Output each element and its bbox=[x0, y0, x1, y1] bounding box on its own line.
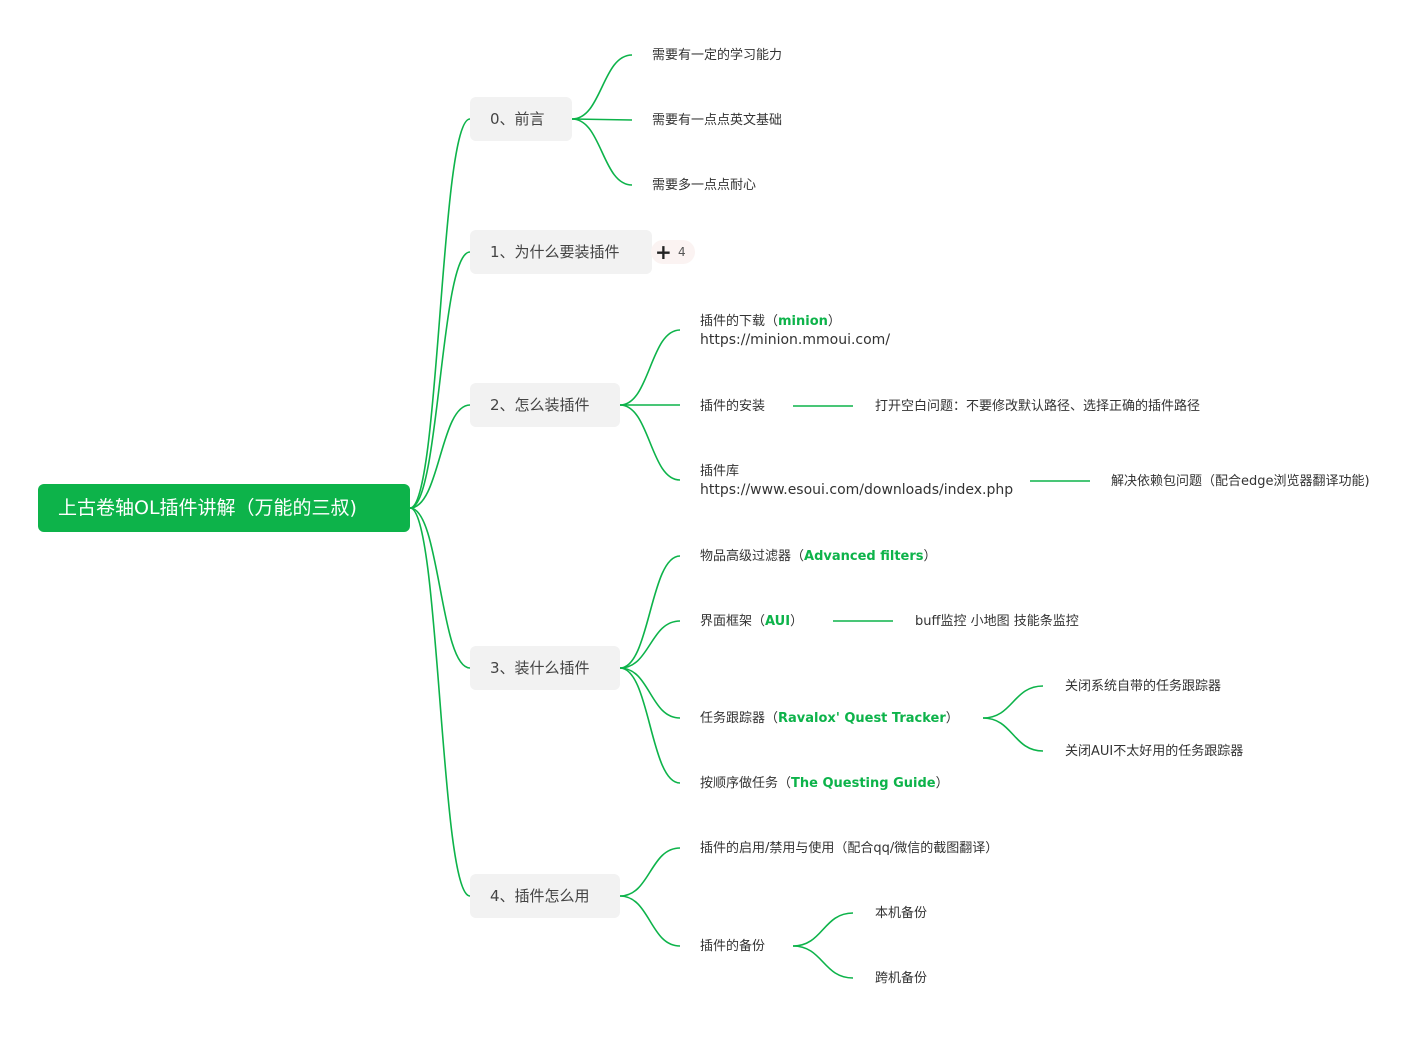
library-url[interactable]: https://www.esoui.com/downloads/index.ph… bbox=[700, 482, 1014, 498]
aui-suffix: ） bbox=[790, 614, 804, 629]
tracker-note-system[interactable]: 关闭系统自带的任务跟踪器 bbox=[1065, 679, 1222, 694]
aui-prefix: 界面框架（ bbox=[700, 614, 766, 629]
guide-highlight: The Questing Guide bbox=[791, 776, 936, 791]
subtopic-aui[interactable]: 界面框架（AUI） bbox=[700, 612, 803, 631]
subtopic-plugin-backup[interactable]: 插件的备份 bbox=[700, 939, 766, 954]
subtopic-plugin-install[interactable]: 插件的安装 bbox=[700, 399, 766, 414]
library-note[interactable]: 解决依赖包问题（配合edge浏览器翻译功能) bbox=[1111, 474, 1370, 489]
subtopic-advanced-filters[interactable]: 物品高级过滤器（Advanced filters） bbox=[700, 547, 937, 566]
topic-what-install[interactable]: 3、装什么插件 bbox=[470, 646, 620, 690]
aui-highlight: AUI bbox=[765, 614, 791, 629]
backup-local[interactable]: 本机备份 bbox=[875, 906, 928, 921]
tracker-highlight: Ravalox' Quest Tracker bbox=[778, 711, 946, 726]
plus-icon: + bbox=[655, 240, 672, 264]
tracker-suffix: ） bbox=[945, 711, 959, 726]
topic-how-install[interactable]: 2、怎么装插件 bbox=[470, 383, 620, 427]
filters-prefix: 物品高级过滤器（ bbox=[700, 549, 805, 564]
aui-note[interactable]: buff监控 小地图 技能条监控 bbox=[915, 614, 1079, 629]
install-note[interactable]: 打开空白问题：不要修改默认路径、选择正确的插件路径 bbox=[875, 399, 1201, 414]
download-url[interactable]: https://minion.mmoui.com/ bbox=[700, 332, 891, 348]
subtopic-quest-tracker[interactable]: 任务跟踪器（Ravalox' Quest Tracker） bbox=[700, 709, 959, 728]
topic-why-install[interactable]: 1、为什么要装插件 bbox=[470, 230, 652, 274]
guide-prefix: 按顺序做任务（ bbox=[700, 776, 792, 791]
download-prefix: 插件的下载（ bbox=[700, 314, 779, 329]
guide-suffix: ） bbox=[935, 776, 949, 791]
subtopic-learning-ability[interactable]: 需要有一定的学习能力 bbox=[652, 48, 783, 63]
collapsed-count: 4 bbox=[678, 245, 686, 259]
subtopic-enable-disable[interactable]: 插件的启用/禁用与使用（配合qq/微信的截图翻译） bbox=[700, 841, 999, 856]
subtopic-plugin-download[interactable]: 插件的下载（minion） https://minion.mmoui.com/ bbox=[700, 312, 890, 350]
subtopic-plugin-library[interactable]: 插件库 https://www.esoui.com/downloads/inde… bbox=[700, 462, 1013, 500]
filters-suffix: ） bbox=[923, 549, 937, 564]
tracker-note-aui[interactable]: 关闭AUI不太好用的任务跟踪器 bbox=[1065, 744, 1244, 759]
filters-highlight: Advanced filters bbox=[804, 549, 924, 564]
subtopic-english-basics[interactable]: 需要有一点点英文基础 bbox=[652, 113, 783, 128]
subtopic-questing-guide[interactable]: 按顺序做任务（The Questing Guide） bbox=[700, 774, 949, 793]
expand-collapsed-button[interactable]: + 4 bbox=[651, 240, 695, 264]
library-label: 插件库 bbox=[700, 464, 740, 479]
topic-preface[interactable]: 0、前言 bbox=[470, 97, 572, 141]
download-highlight: minion bbox=[778, 314, 828, 329]
root-topic[interactable]: 上古卷轴OL插件讲解（万能的三叔) bbox=[38, 484, 410, 532]
subtopic-patience[interactable]: 需要多一点点耐心 bbox=[652, 178, 757, 193]
download-suffix: ） bbox=[827, 314, 841, 329]
topic-how-use[interactable]: 4、插件怎么用 bbox=[470, 874, 620, 918]
tracker-prefix: 任务跟踪器（ bbox=[700, 711, 779, 726]
backup-cross-machine[interactable]: 跨机备份 bbox=[875, 971, 928, 986]
